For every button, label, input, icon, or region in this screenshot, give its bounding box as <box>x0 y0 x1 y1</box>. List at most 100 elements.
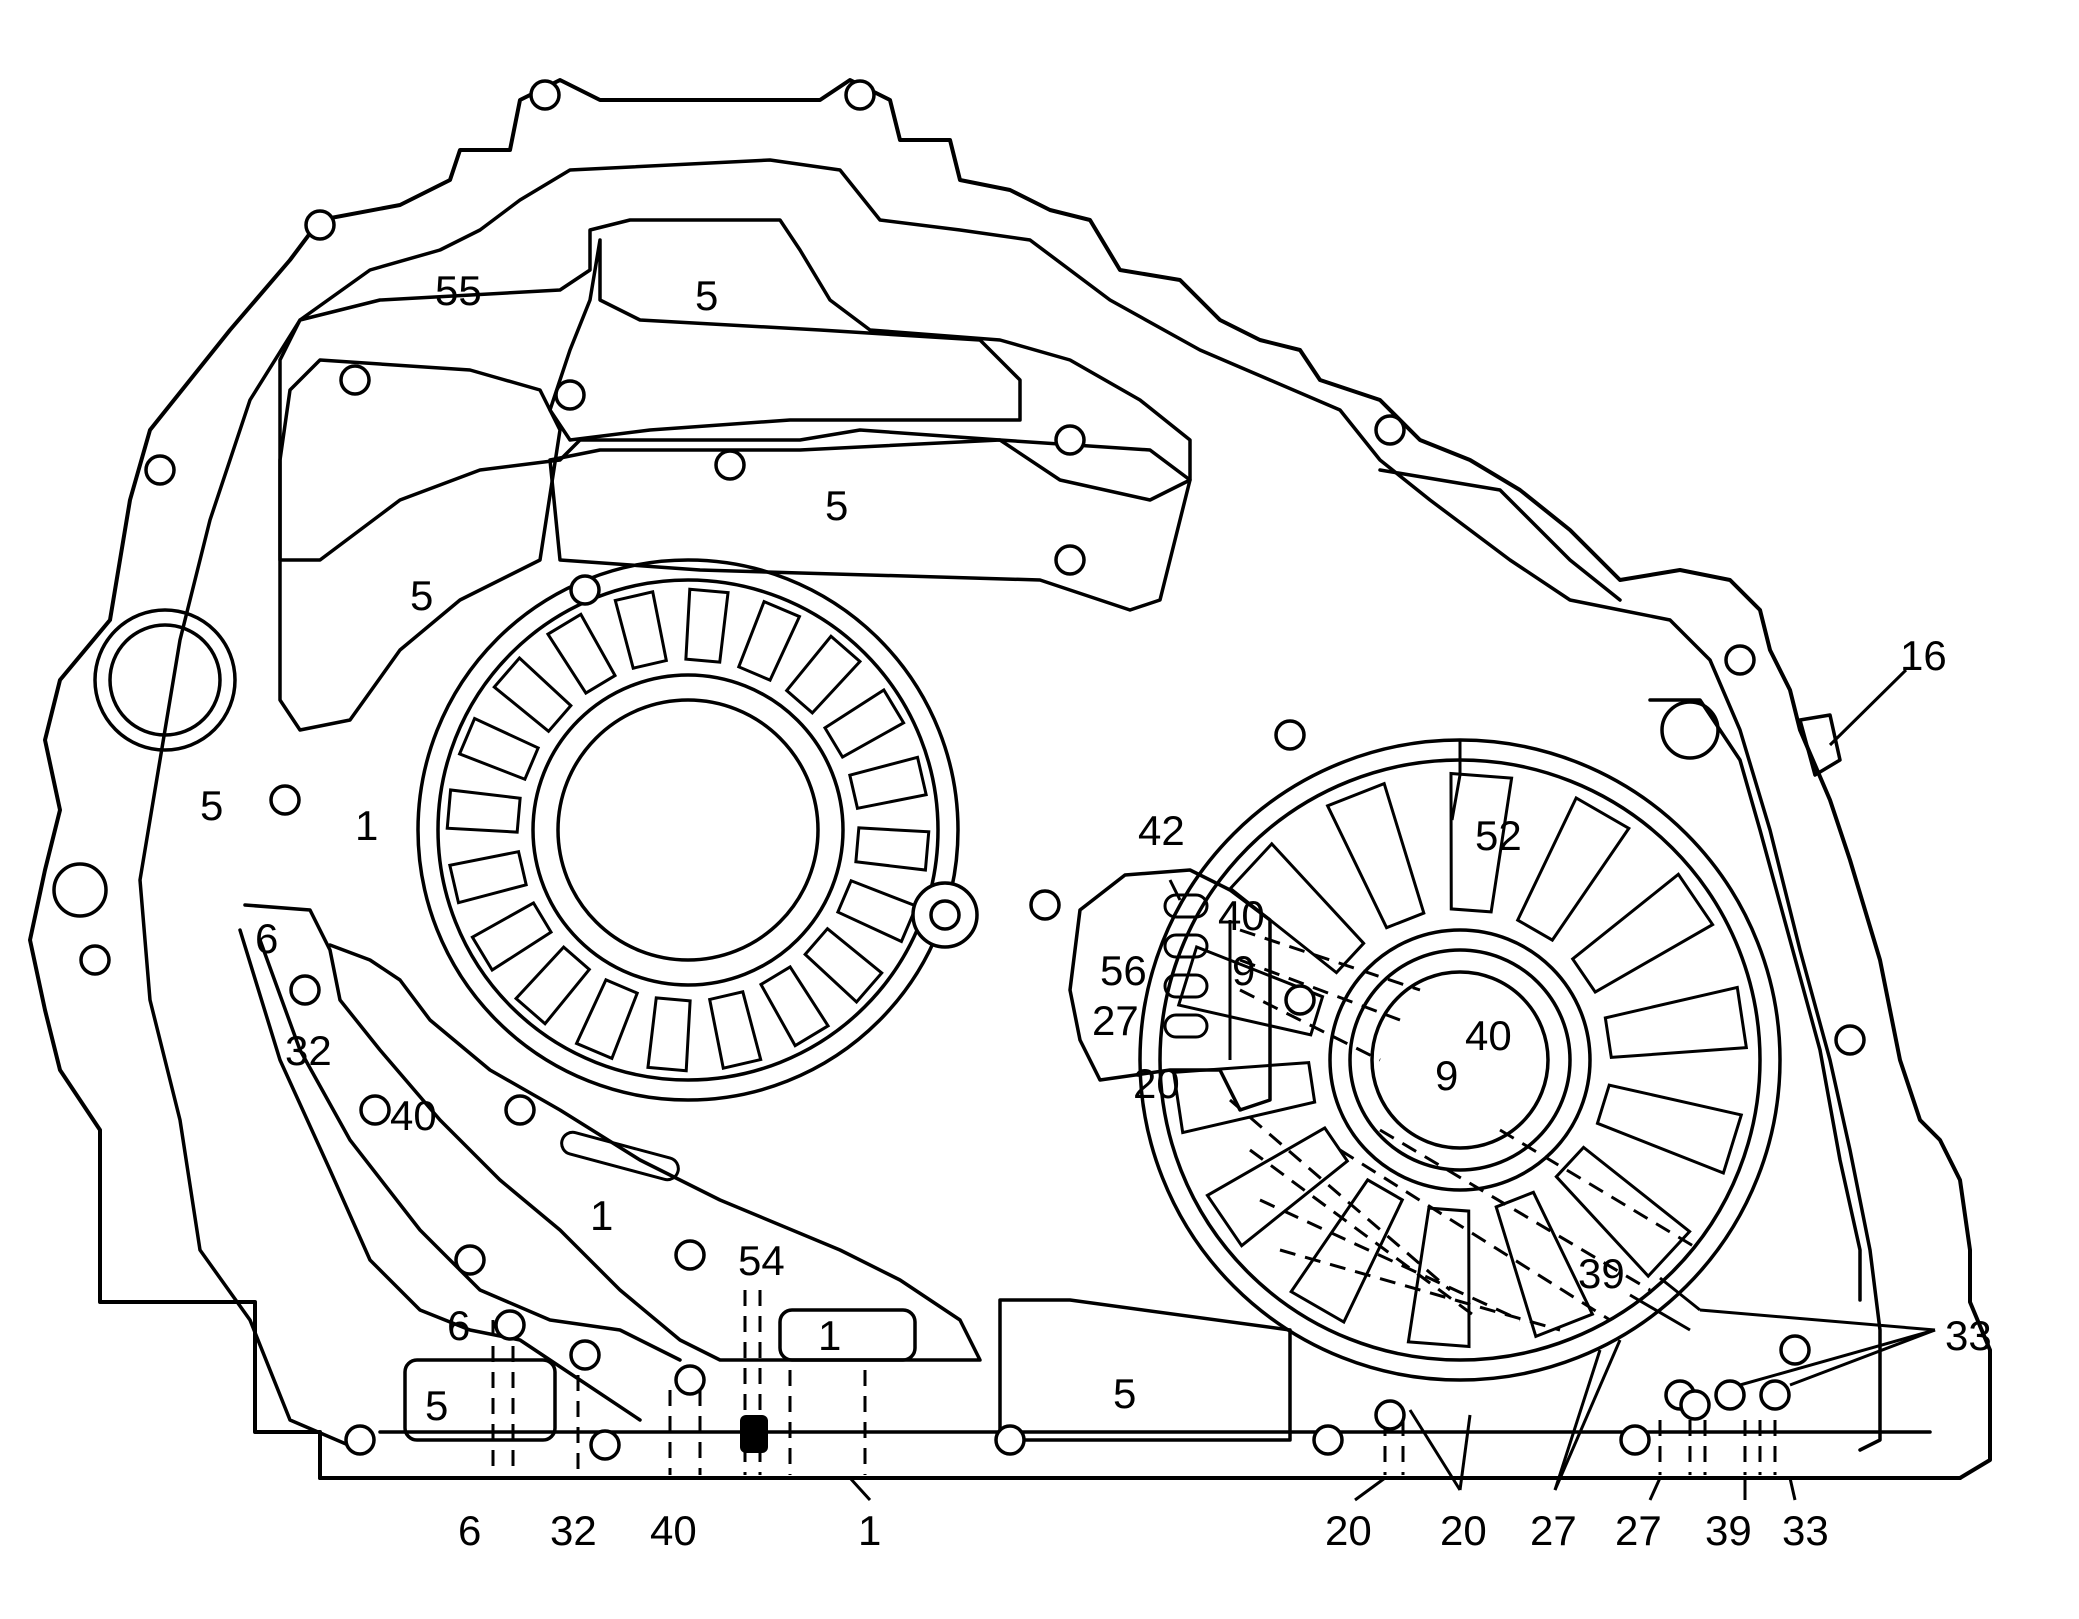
rib-slot <box>1595 1083 1744 1176</box>
bottom-feed-drops <box>491 1290 1777 1475</box>
rib-slot <box>448 849 528 905</box>
bottom-label-32: 32 <box>550 1507 597 1554</box>
bolt-hole <box>304 209 336 241</box>
passage-slot-1 <box>560 1130 680 1182</box>
lower-chamber-5-left <box>403 1358 557 1442</box>
left-bore-mid <box>436 578 940 1082</box>
rib-slot <box>1289 1177 1405 1325</box>
rib-slot <box>445 788 522 834</box>
bottom-label-27: 27 <box>1530 1507 1577 1554</box>
label-1: 1 <box>590 1192 613 1239</box>
leader-lines <box>848 668 1936 1502</box>
bolt-hole <box>844 79 876 111</box>
rib-slot <box>1449 771 1514 914</box>
rib-slot <box>848 755 928 811</box>
right-bore-hub-inner <box>1348 948 1572 1172</box>
bolt-hole <box>994 1424 1026 1456</box>
left-bore-outer <box>416 558 960 1102</box>
left-bore-center <box>556 698 820 962</box>
rib-slot <box>1494 1190 1595 1339</box>
bolt-hole <box>454 1244 486 1276</box>
label-40: 40 <box>1218 892 1265 939</box>
rib-slot <box>758 964 831 1048</box>
bottom-labels: 6 32 40 1 20 20 27 27 39 33 <box>458 1507 1829 1554</box>
right-bore-outer <box>1138 738 1782 1382</box>
right-bore-hub-outer <box>1328 928 1592 1192</box>
bolt-hole <box>1312 1424 1344 1456</box>
bolt-hole <box>79 944 111 976</box>
label-27: 27 <box>1092 997 1139 1044</box>
label-16: 16 <box>1900 632 1947 679</box>
bolt-hole <box>1724 644 1756 676</box>
left-lower-boss <box>52 862 108 918</box>
right-bore-ribs <box>1171 771 1749 1349</box>
bolt-hole <box>504 1094 536 1126</box>
bottom-label-27: 27 <box>1615 1507 1662 1554</box>
rib-slot <box>1515 795 1631 943</box>
lower-chamber-5-mid <box>998 1298 1292 1442</box>
bolt-hole <box>569 574 601 606</box>
label-40: 40 <box>390 1092 437 1139</box>
bolt-holes <box>79 79 1866 1461</box>
upper-chamber-5-mid <box>548 438 1192 612</box>
label-9: 9 <box>1435 1052 1458 1099</box>
left-bore-ribs <box>445 587 931 1073</box>
bolt-hole <box>339 364 371 396</box>
bolt-hole <box>494 1309 526 1341</box>
rib-slot <box>784 634 863 715</box>
bottom-label-20: 20 <box>1325 1507 1372 1554</box>
left-boss-inner <box>108 623 222 737</box>
sensor-16 <box>1798 713 1842 777</box>
bolt-hole <box>1779 1334 1811 1366</box>
bolt-hole <box>554 379 586 411</box>
upper-chamber-55 <box>278 218 1192 562</box>
rib-slot <box>854 826 931 872</box>
label-5: 5 <box>425 1382 448 1429</box>
label-5: 5 <box>1113 1370 1136 1417</box>
bolt-hole <box>144 454 176 486</box>
bolt-hole <box>589 1429 621 1461</box>
label-6: 6 <box>447 1302 470 1349</box>
label-5: 5 <box>695 272 718 319</box>
right-bore-dashed-passages <box>1229 928 1701 1332</box>
bottom-label-33: 33 <box>1782 1507 1829 1554</box>
label-5: 5 <box>200 782 223 829</box>
label-52: 52 <box>1475 812 1522 859</box>
right-wall-structure-2 <box>1378 468 1622 602</box>
rib-slot <box>835 878 919 944</box>
bolt-hole <box>1834 1024 1866 1056</box>
label-39: 39 <box>1578 1250 1625 1297</box>
rib-slot <box>684 587 730 664</box>
rib-slot <box>803 926 884 1005</box>
valve-plate-slots <box>1163 893 1232 1060</box>
label-1: 1 <box>355 802 378 849</box>
bolt-hole <box>569 1339 601 1371</box>
upper-chamber-5-top <box>548 238 1022 442</box>
bolt-hole <box>1714 1379 1746 1411</box>
bolt-hole <box>714 449 746 481</box>
rib-slot <box>613 590 669 670</box>
lower-left-passage-inner <box>238 928 642 1422</box>
rib-slot <box>1325 781 1426 930</box>
bottom-label-20: 20 <box>1440 1507 1487 1554</box>
rib-slot <box>736 599 802 683</box>
bottom-label-39: 39 <box>1705 1507 1752 1554</box>
rib-slot <box>646 996 692 1073</box>
rib-slot <box>457 716 541 782</box>
bolt-hole <box>1374 414 1406 446</box>
rib-slot <box>1603 985 1749 1060</box>
rib-slot <box>513 945 592 1026</box>
bolt-hole <box>1619 1424 1651 1456</box>
bolt-hole <box>1679 1389 1711 1421</box>
gasket-line <box>138 158 1882 1452</box>
left-chamber-5 <box>278 358 562 732</box>
bolt-hole <box>1374 1399 1406 1431</box>
rib-slot <box>1570 872 1715 995</box>
bolt-hole <box>1284 984 1316 1016</box>
rib-slot <box>1554 1145 1692 1279</box>
right-wall-structure <box>1648 698 1862 1302</box>
bolt-hole <box>359 1094 391 1126</box>
bolt-hole <box>269 784 301 816</box>
bolt-hole <box>1274 719 1306 751</box>
